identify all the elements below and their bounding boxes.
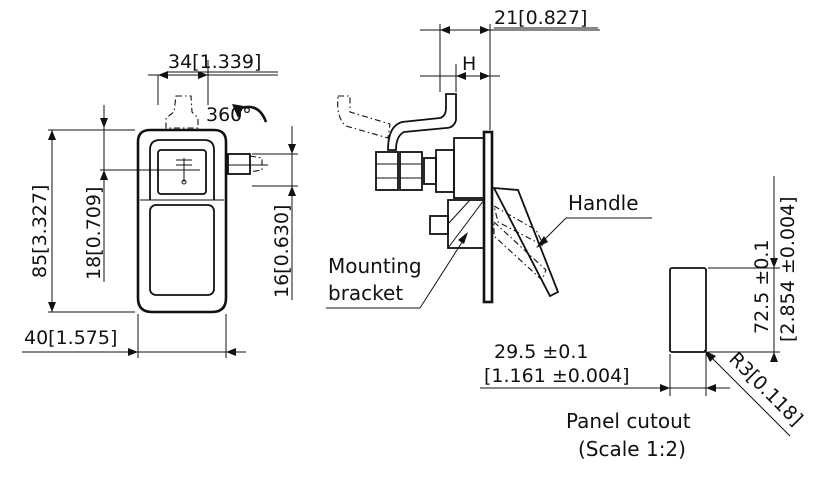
latch-body — [136, 128, 228, 314]
dim-h: H — [462, 53, 476, 75]
rotation-label: 360° — [206, 104, 252, 126]
panel-plate — [482, 130, 494, 304]
mounting-label-line1: Mounting — [328, 254, 422, 278]
scale-label: (Scale 1:2) — [578, 437, 686, 461]
dashed-handle-alt — [337, 95, 391, 139]
side-view: Handle Mounting bracket 21[0.827] H — [326, 7, 652, 309]
cutout-rect — [669, 267, 707, 353]
cutout-width-in: [1.161 ±0.004] — [484, 365, 630, 387]
front-view: 360° 34[1.339] 85[3.327] 18[0.709] 16[0.… — [22, 51, 298, 358]
dim-85: 85[3.327] — [29, 185, 51, 278]
handle-arm — [387, 93, 457, 151]
body-recess — [149, 204, 215, 296]
shaft-collar — [435, 149, 455, 193]
dim-21: 21[0.827] — [494, 7, 587, 29]
washer — [423, 157, 437, 185]
dim-16: 16[0.630] — [271, 205, 293, 298]
cutout-width-mm: 29.5 ±0.1 — [494, 341, 588, 363]
handle-label: Handle — [568, 191, 639, 215]
dim-34: 34[1.339] — [168, 51, 261, 73]
nut-right — [399, 151, 423, 191]
rotated-handle-top — [165, 95, 199, 129]
dim-40: 40[1.575] — [24, 327, 117, 349]
nut-left — [375, 151, 399, 191]
cutout-height-in: [2.854 ±0.004] — [777, 196, 799, 342]
bracket-screw — [429, 215, 449, 235]
mounting-label-line2: bracket — [328, 281, 403, 305]
panel-cutout-label: Panel cutout — [566, 409, 691, 433]
dim-18: 18[0.709] — [83, 187, 105, 280]
handle-frame — [149, 139, 215, 200]
side-stub — [227, 153, 251, 175]
cutout-height-mm: 72.5 ±0.1 — [751, 240, 773, 334]
housing — [453, 137, 485, 199]
cutout-radius: R3[0.118] — [724, 348, 806, 430]
handle-flap — [492, 186, 560, 298]
handle-plate — [157, 149, 207, 195]
